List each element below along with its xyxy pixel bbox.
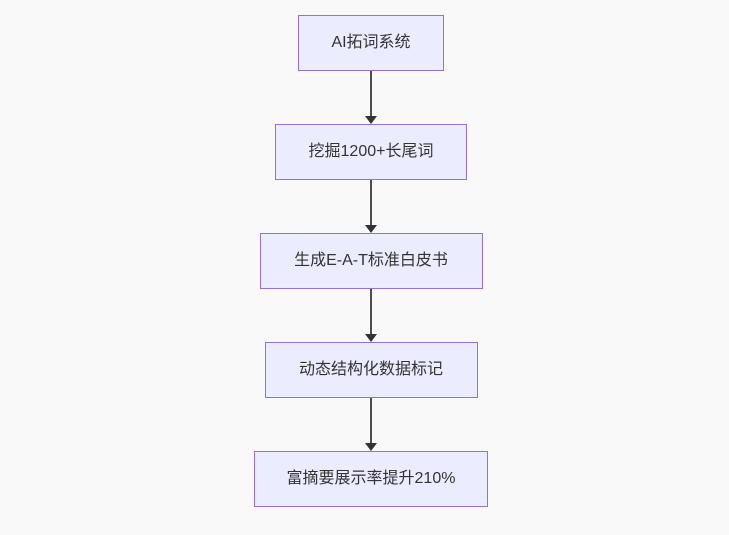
edge-line xyxy=(370,398,372,443)
flow-edge-4 xyxy=(365,398,377,451)
flow-node-rich-snippet-result: 富摘要展示率提升210% xyxy=(254,451,488,507)
flow-node-longtail-mining: 挖掘1200+长尾词 xyxy=(275,124,467,180)
arrowhead-down-icon xyxy=(365,116,377,124)
arrowhead-down-icon xyxy=(365,443,377,451)
flowchart: AI拓词系统 挖掘1200+长尾词 生成E-A-T标准白皮书 动态结构化数据标记… xyxy=(254,15,488,507)
flow-edge-3 xyxy=(365,289,377,342)
flow-edge-2 xyxy=(365,180,377,233)
arrowhead-down-icon xyxy=(365,334,377,342)
edge-line xyxy=(370,289,372,334)
flow-node-eat-whitepaper: 生成E-A-T标准白皮书 xyxy=(259,233,483,289)
edge-line xyxy=(370,180,372,225)
arrowhead-down-icon xyxy=(365,225,377,233)
flow-node-structured-data-markup: 动态结构化数据标记 xyxy=(264,342,478,398)
flow-edge-1 xyxy=(365,71,377,124)
edge-line xyxy=(370,71,372,116)
flow-node-ai-keyword-system: AI拓词系统 xyxy=(298,15,444,71)
